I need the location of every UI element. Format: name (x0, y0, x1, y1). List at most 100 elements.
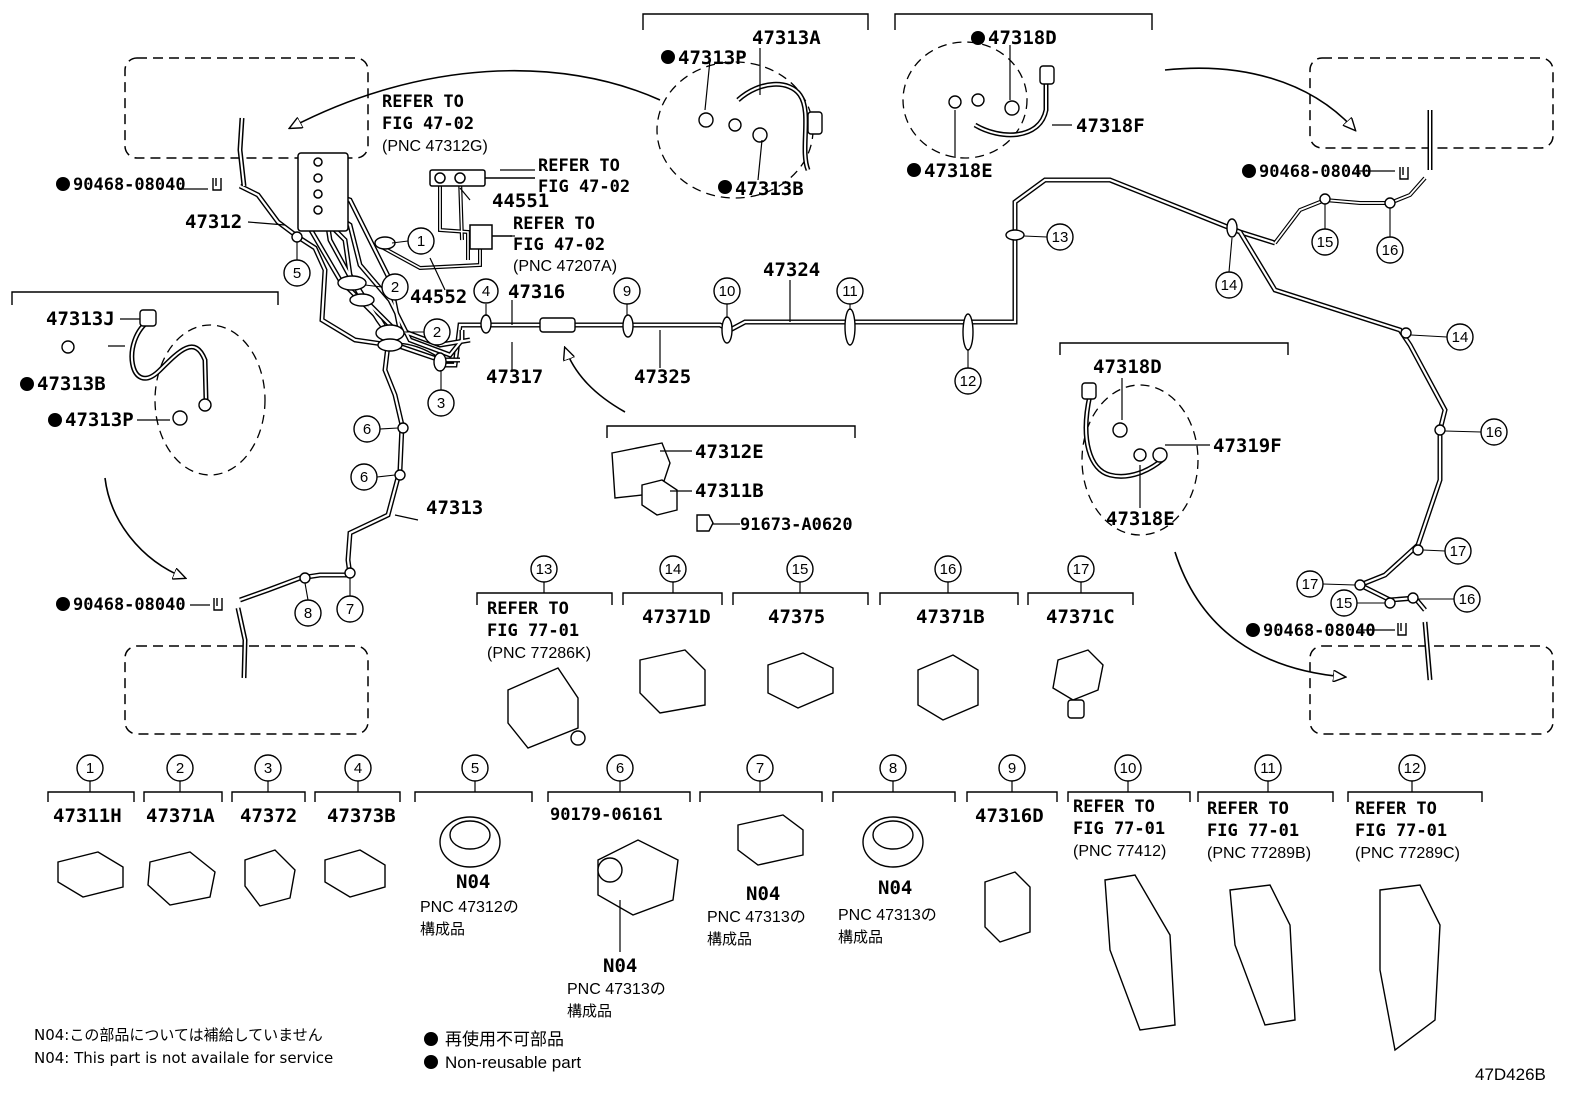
figure-code: 47D426B (1475, 1065, 1546, 1084)
label-47313B-top: 47313B (735, 178, 804, 200)
legend-n04-jp: N04:この部品については補給していません (34, 1026, 323, 1044)
legend-nonreusable-en: Non-reusable part (445, 1053, 581, 1072)
group-17-number: 17 (1073, 561, 1090, 578)
refer-13-line3: (PNC 77286K) (487, 645, 591, 662)
label-47313P-left: 47313P (65, 409, 134, 431)
n04-tag-7: N04 (746, 883, 780, 905)
callout-2: 2 (391, 279, 399, 296)
label-90468-left-bottom: 90468-08040 (73, 595, 186, 615)
label-47311H: 47311H (53, 805, 122, 827)
group-9-number: 9 (1008, 760, 1016, 777)
tube-joints (291, 193, 1446, 609)
refer-12-line3: (PNC 77289C) (1355, 845, 1460, 862)
group-5-number: 5 (471, 760, 479, 777)
non-reusable-markers (20, 31, 1260, 1069)
callout-13: 13 (1052, 229, 1069, 246)
flex-hoses (235, 110, 1433, 681)
refer-12-line2: FIG 77-01 (1355, 821, 1447, 841)
refer-11-line2: FIG 77-01 (1207, 821, 1299, 841)
wheel-area-boxes (124, 57, 1554, 735)
refer-11-line3: (PNC 77289B) (1207, 845, 1311, 862)
refer-3-line1: REFER TO (513, 214, 595, 234)
refer-10-line1: REFER TO (1073, 797, 1155, 817)
label-90179-06161: 90179-06161 (550, 805, 663, 825)
callout-6: 6 (363, 421, 371, 438)
label-47372: 47372 (240, 805, 297, 827)
label-47313J: 47313J (46, 308, 115, 330)
refer-1-line3: (PNC 47312G) (382, 138, 488, 155)
callout-5: 5 (293, 265, 301, 282)
group-2-number: 2 (176, 760, 184, 777)
legend-nonreusable-jp: 再使用不可部品 (445, 1029, 564, 1049)
callout-16: 16 (1382, 242, 1399, 259)
refer-11-line1: REFER TO (1207, 799, 1289, 819)
group-8-number: 8 (889, 760, 897, 777)
callout-17: 17 (1450, 543, 1467, 560)
refer-10-line3: (PNC 77412) (1073, 843, 1166, 860)
callout-16c: 16 (1459, 591, 1476, 608)
group-10-number: 10 (1120, 760, 1137, 777)
label-47316: 47316 (508, 281, 565, 303)
group-12-number: 12 (1404, 760, 1421, 777)
callout-14: 14 (1221, 277, 1238, 294)
leader-lines (108, 45, 1395, 952)
callout-15b: 15 (1336, 595, 1353, 612)
callout-17b: 17 (1302, 576, 1319, 593)
label-90468-left-top: 90468-08040 (73, 175, 186, 195)
clip-part-icons-bottom (57, 814, 1441, 1052)
label-47373B: 47373B (327, 805, 396, 827)
label-47318D-top: 47318D (988, 27, 1057, 49)
group-7-number: 7 (756, 760, 764, 777)
n04-pnc-7: PNC 47313の (707, 909, 806, 926)
n04-tag-5: N04 (456, 871, 490, 893)
callout-6b: 6 (360, 469, 368, 486)
group-15-number: 15 (792, 561, 809, 578)
label-47371C: 47371C (1046, 606, 1115, 628)
n04-pnc-6: PNC 47313の (567, 981, 666, 998)
label-47371A: 47371A (146, 805, 215, 827)
refer-to-notes: REFER TO FIG 47-02 (PNC 47312G) REFER TO… (382, 92, 1460, 862)
callout-circles (76, 223, 1508, 782)
label-47324: 47324 (763, 259, 820, 281)
clip-symbols (212, 167, 1409, 636)
n04-tag-6: N04 (603, 955, 637, 977)
n04-tag-8: N04 (878, 877, 912, 899)
label-44552: 44552 (410, 286, 467, 308)
callout-10: 10 (719, 283, 736, 300)
label-91673-A0620: 91673-A0620 (740, 515, 853, 535)
legend-n04-en: N04: This part is not availale for servi… (34, 1049, 333, 1067)
detail-fittings (61, 65, 1168, 463)
label-47325: 47325 (634, 366, 691, 388)
callout-4: 4 (482, 283, 490, 300)
label-47318E-top: 47318E (924, 160, 993, 182)
group-13-number: 13 (536, 561, 553, 578)
callout-12: 12 (960, 373, 977, 390)
n04-pnc-8: PNC 47313の (838, 907, 937, 924)
label-47313P-top: 47313P (678, 47, 747, 69)
clip-part-icons-middle (507, 649, 1104, 749)
label-47316D: 47316D (975, 805, 1044, 827)
refer-3-line3: (PNC 47207A) (513, 258, 617, 275)
label-47319F: 47319F (1213, 435, 1282, 457)
callout-14b: 14 (1452, 329, 1469, 346)
detail-circles (154, 41, 1199, 536)
callout-8: 8 (304, 605, 312, 622)
refer-12-line1: REFER TO (1355, 799, 1437, 819)
label-47318D-right: 47318D (1093, 356, 1162, 378)
refer-1-line2: FIG 47-02 (382, 114, 474, 134)
part-number-labels: 47313A 47313P 47313B 47318D 47318F 47318… (37, 27, 1376, 827)
callout-leader-lines (296, 204, 1482, 604)
master-cylinder-block (297, 152, 535, 250)
label-47313B-left: 47313B (37, 373, 106, 395)
n04-component-5: 構成品 (420, 920, 465, 938)
callout-1: 1 (417, 233, 425, 250)
legend: N04:この部品については補給していません N04: This part is … (34, 1026, 1546, 1084)
n04-component-8: 構成品 (838, 928, 883, 946)
group-3-number: 3 (264, 760, 272, 777)
callout-9: 9 (623, 283, 631, 300)
n04-pnc-5: PNC 47312の (420, 899, 519, 916)
refer-3-line2: FIG 47-02 (513, 235, 605, 255)
callout-2b: 2 (433, 324, 441, 341)
label-47312E: 47312E (695, 441, 764, 463)
